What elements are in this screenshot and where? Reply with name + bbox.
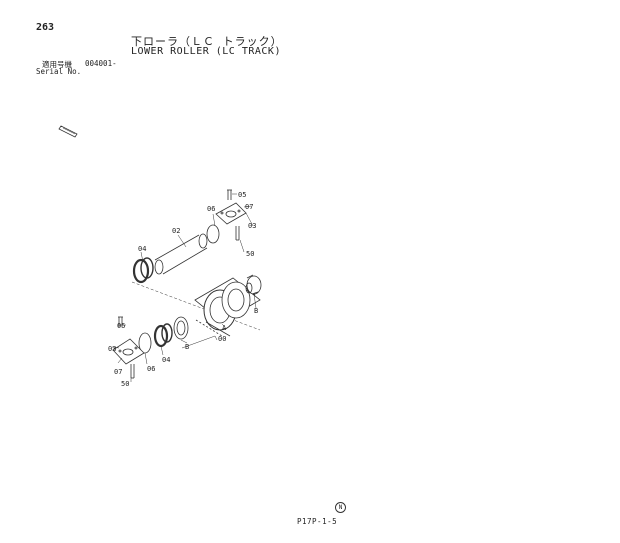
o-ring-06-upper: [206, 224, 220, 244]
figure-code: P17P-1-5: [297, 517, 338, 526]
callout-50-bottom: 50: [121, 380, 129, 388]
pin-05-lower: [118, 316, 123, 327]
page-title-en: LOWER ROLLER (LC TRACK): [131, 46, 281, 57]
roller-body-00: [194, 277, 261, 337]
callout-b-left: B: [185, 343, 189, 351]
callout-04-bottom: 04: [162, 356, 170, 364]
callout-00: 00: [218, 335, 226, 343]
floating-seal-04-lower: [153, 323, 173, 348]
callout-02: 02: [172, 227, 180, 235]
callout-03-bottom: 03: [108, 345, 116, 353]
page-title-jp: 下ローラ（ＬＣ トラック）: [131, 35, 283, 48]
bushing-b-left: [173, 316, 189, 340]
serial-label-en: Serial No.: [36, 67, 82, 76]
shaft-02: [154, 233, 208, 275]
callout-06-top: 06: [207, 205, 215, 213]
direction-arrow-icon: [58, 125, 78, 138]
serial-value: 004001-: [85, 59, 117, 68]
page-number: 263: [36, 22, 55, 33]
callout-05-bottom: 05: [117, 322, 125, 330]
callout-07-top: 07: [245, 203, 253, 211]
callout-03-top: 03: [248, 222, 256, 230]
cover-plate-03-lower: [112, 338, 145, 365]
callout-a: A: [222, 324, 227, 332]
floating-seal-04-upper: [132, 257, 154, 284]
plug-50-upper: [235, 226, 240, 241]
callout-b-right: B: [254, 307, 258, 315]
callout-07-bottom: 07: [114, 368, 122, 376]
callout-50-top: 50: [246, 250, 254, 258]
callout-04-top: 04: [138, 245, 146, 253]
pin-05-upper: [227, 189, 232, 200]
n-symbol-icon: N: [335, 502, 346, 513]
callout-05-top: 05: [238, 191, 246, 199]
serial-label-jp: 適用号機: [42, 60, 72, 69]
cover-plate-03-upper: [215, 202, 247, 225]
plug-50-lower: [130, 364, 135, 379]
callout-06-bottom: 06: [147, 365, 155, 373]
